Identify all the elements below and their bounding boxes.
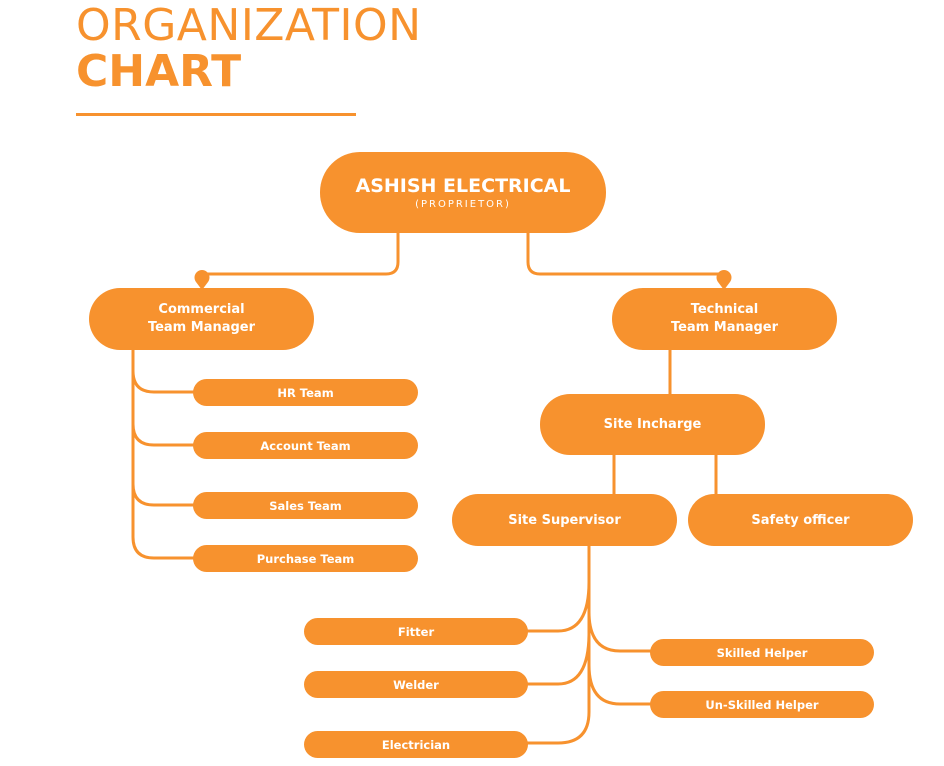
skilled-helper-node: Skilled Helper xyxy=(650,639,874,666)
commercial-manager-line-2: Team Manager xyxy=(147,320,256,335)
account-team-node: Account Team xyxy=(193,432,418,459)
connector-commercial-trunk xyxy=(131,348,196,560)
company-name: ASHISH ELECTRICAL xyxy=(355,175,571,197)
site-supervisor-node: Site Supervisor xyxy=(452,494,677,546)
company-role: (PROPRIETOR) xyxy=(415,199,511,210)
sales-team-node: Sales Team xyxy=(193,492,418,519)
connector-skilled-helper xyxy=(587,610,652,653)
connector-supervisor-trunk xyxy=(525,544,591,745)
connector-account xyxy=(131,422,196,447)
technical-manager-node: Technical Team Manager xyxy=(612,288,837,350)
connector-fitter xyxy=(525,580,591,633)
title-underline xyxy=(76,113,356,116)
connector-sales xyxy=(131,482,196,507)
title-line-2: CHART xyxy=(76,46,242,97)
connector-root-commercial xyxy=(200,231,400,290)
title-line-1: ORGANIZATION xyxy=(76,0,422,51)
connector-root-technical xyxy=(526,231,726,290)
electrician-node: Electrician xyxy=(304,731,528,758)
hr-team-node: HR Team xyxy=(193,379,418,406)
pin-marker-commercial xyxy=(194,270,210,290)
connector-welder xyxy=(525,631,591,686)
fitter-node: Fitter xyxy=(304,618,528,645)
commercial-manager-line-1: Commercial xyxy=(158,302,245,317)
purchase-team-node: Purchase Team xyxy=(193,545,418,572)
site-incharge-node: Site Incharge xyxy=(540,394,765,455)
safety-officer-node: Safety officer xyxy=(688,494,913,546)
technical-manager-line-1: Technical xyxy=(690,302,759,317)
technical-manager-line-2: Team Manager xyxy=(670,320,779,335)
unskilled-helper-node: Un-Skilled Helper xyxy=(650,691,874,718)
commercial-manager-node: Commercial Team Manager xyxy=(89,288,314,350)
connector-hr xyxy=(131,369,196,394)
welder-node: Welder xyxy=(304,671,528,698)
pin-marker-technical xyxy=(716,270,732,290)
connector-unskilled-helper xyxy=(587,663,652,706)
root-node: ASHISH ELECTRICAL (PROPRIETOR) xyxy=(320,152,606,233)
